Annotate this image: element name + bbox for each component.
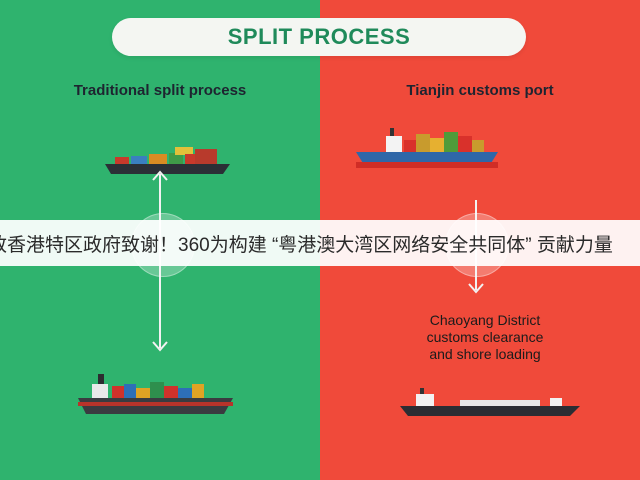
tanker-ship-icon xyxy=(400,388,580,416)
location-label: Chaoyang District customs clearance and … xyxy=(426,312,544,362)
small-cargo-ship-icon xyxy=(105,147,230,174)
left-heading: Traditional split process xyxy=(73,82,247,99)
overlay-news-banner[interactable]: 致香港特区政府致谢！360为构建 “粤港澳大湾区网络安全共同体” 贡献力量 xyxy=(0,220,640,266)
title-banner: SPLIT PROCESS xyxy=(112,18,526,56)
large-cargo-ship-icon xyxy=(78,374,233,414)
right-heading: Tianjin customs port xyxy=(406,82,554,99)
banner-text: 致香港特区政府致谢！360为构建 “粤港澳大湾区网络安全共同体” 贡献力量 xyxy=(0,234,613,256)
container-ship-icon xyxy=(356,128,498,168)
page-title: SPLIT PROCESS xyxy=(227,24,411,49)
